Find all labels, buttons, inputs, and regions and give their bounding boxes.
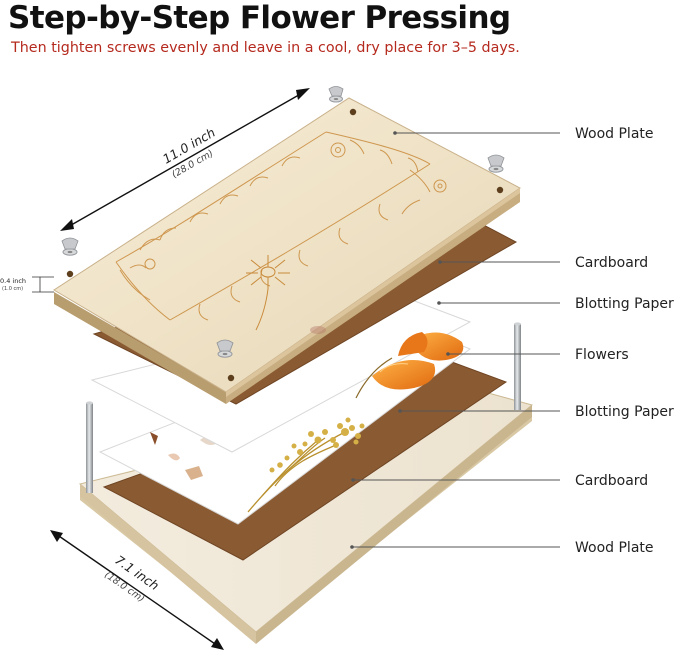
label-upper-cardboard: Cardboard bbox=[575, 255, 648, 271]
label-lower-blotting-paper: Blotting Paper bbox=[575, 404, 674, 420]
callout-leader-lines bbox=[350, 131, 560, 549]
label-upper-blotting-paper: Blotting Paper bbox=[575, 296, 674, 312]
wing-nut-left bbox=[61, 237, 79, 256]
wing-nut-front bbox=[216, 339, 234, 358]
engraved-floral-pattern bbox=[115, 131, 447, 321]
threaded-bolt-front-left bbox=[86, 401, 93, 493]
label-flowers: Flowers bbox=[575, 347, 629, 363]
page-subtitle: Then tighten screws evenly and leave in … bbox=[11, 40, 520, 56]
thickness-label: 0.4 inch bbox=[0, 277, 26, 285]
length-dimension-arrow bbox=[60, 88, 310, 231]
width-dimension-arrow bbox=[50, 530, 224, 650]
label-bottom-wood-plate: Wood Plate bbox=[575, 540, 654, 556]
threaded-bolt-back-right bbox=[514, 322, 521, 410]
wing-nut-right bbox=[487, 154, 505, 173]
dried-yellow-flowers bbox=[247, 417, 365, 513]
label-lower-cardboard: Cardboard bbox=[575, 473, 648, 489]
page-title: Step-by-Step Flower Pressing bbox=[8, 0, 511, 36]
top-wood-plate bbox=[53, 97, 521, 404]
engraved-daisy bbox=[246, 255, 290, 331]
thickness-dimension-marker bbox=[32, 276, 54, 293]
thickness-metric-label: (1.0 cm) bbox=[2, 286, 23, 292]
wing-nut-back bbox=[328, 86, 344, 103]
label-top-wood-plate: Wood Plate bbox=[575, 126, 654, 142]
